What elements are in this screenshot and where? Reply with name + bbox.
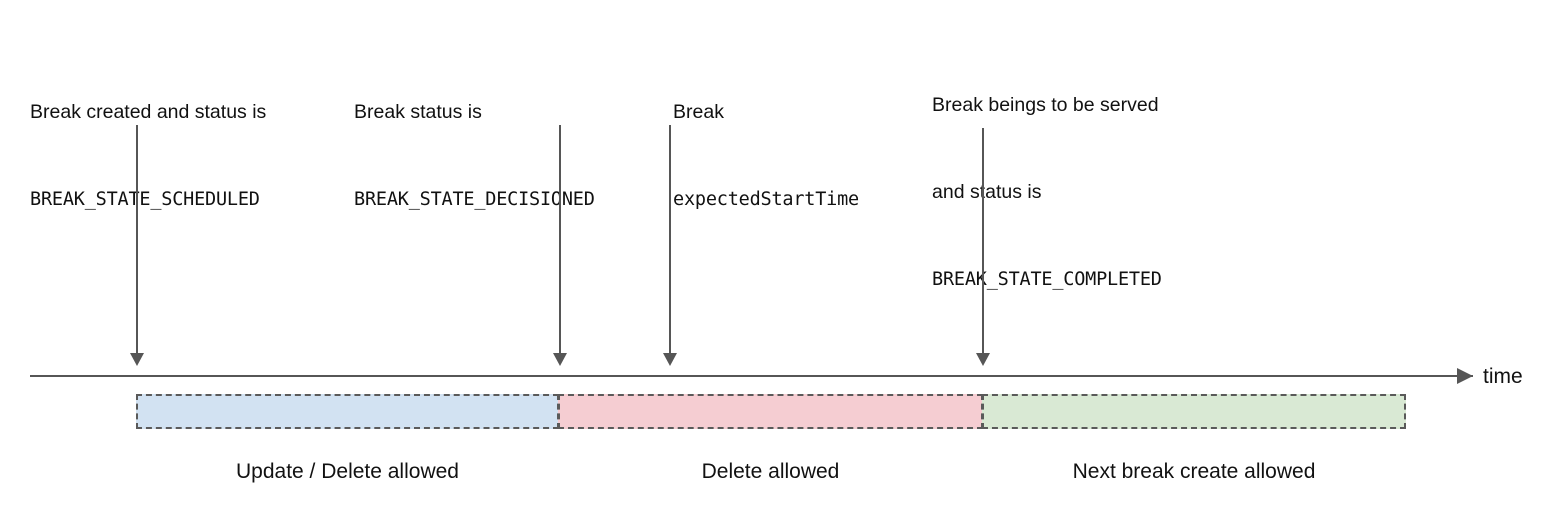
annotation-break-expected-start: Break expectedStartTime	[673, 40, 859, 272]
arrow-shaft	[136, 125, 138, 353]
annotation-state-constant: BREAK_STATE_DECISIONED	[354, 189, 595, 210]
phase-caption-completed: Next break create allowed	[1072, 460, 1316, 483]
arrow-shaft	[669, 125, 671, 353]
arrow-down-icon	[976, 353, 990, 366]
event-arrow-break-decisioned	[553, 125, 567, 366]
annotation-state-constant: BREAK_STATE_COMPLETED	[932, 269, 1162, 290]
arrow-shaft	[559, 125, 561, 353]
arrow-down-icon	[663, 353, 677, 366]
annotation-prose-line: Break beings to be served	[932, 94, 1159, 116]
arrow-shaft	[982, 128, 984, 353]
arrow-down-icon	[130, 353, 144, 366]
phase-bar-decisioned	[558, 394, 983, 429]
annotation-prose-line: and status is	[932, 181, 1042, 203]
event-arrow-break-expected-start	[663, 125, 677, 366]
phase-bar-completed	[982, 394, 1406, 429]
time-axis-label: time	[1483, 365, 1523, 388]
arrow-down-icon	[553, 353, 567, 366]
time-axis-arrow-icon	[1457, 368, 1473, 384]
time-axis-line	[30, 375, 1473, 377]
annotation-prose-line: Break status is	[354, 101, 482, 123]
annotation-field-name: expectedStartTime	[673, 189, 859, 210]
annotation-state-constant: BREAK_STATE_SCHEDULED	[30, 189, 260, 210]
annotation-break-decisioned: Break status is BREAK_STATE_DECISIONED	[354, 40, 595, 272]
phase-caption-scheduled: Update / Delete allowed	[236, 460, 459, 483]
annotation-prose-line: Break created and status is	[30, 101, 267, 123]
annotation-break-created: Break created and status is BREAK_STATE_…	[30, 40, 266, 272]
annotation-break-completed: Break beings to be served and status is …	[932, 33, 1162, 352]
phase-bar-scheduled	[136, 394, 559, 429]
phase-caption-decisioned: Delete allowed	[701, 460, 840, 483]
event-arrow-break-completed	[976, 128, 990, 366]
event-arrow-break-created	[130, 125, 144, 366]
annotation-prose-line: Break	[673, 101, 724, 123]
